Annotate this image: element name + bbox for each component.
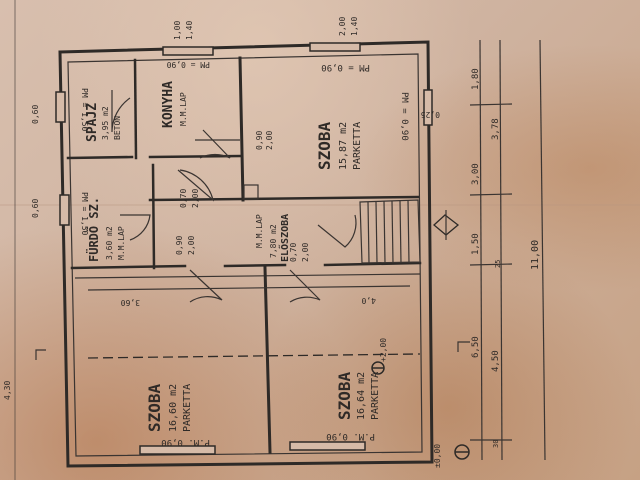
dim-misc1: 25 <box>494 260 502 268</box>
room-area-spajz: 3,95 m2 <box>101 106 110 140</box>
dim-side-l1: 0,60 <box>31 105 40 124</box>
opening-label-w4: PM = 1,50 <box>80 192 89 236</box>
dim-top1b: 1,40 <box>185 21 194 40</box>
chimney <box>243 184 259 200</box>
window-konyha <box>162 46 214 56</box>
room-name-furdo: FÜRDŐ SZ. <box>86 197 101 262</box>
doors <box>111 90 357 303</box>
windows <box>55 42 433 455</box>
room-floor-spajz: BETON <box>113 116 122 140</box>
room-name-spajz: SPAJZ <box>85 103 100 142</box>
room-name-konyha: KONYHA <box>161 81 176 128</box>
outer-walls <box>58 40 434 468</box>
room-floor-szoba-left: PARKETTA <box>182 384 193 432</box>
dim-level2: +2,00 <box>379 338 388 362</box>
dim-left-edge: 4,30 <box>3 381 12 400</box>
window-spajz <box>55 91 66 123</box>
dim-door-c: 0,90 <box>175 236 184 255</box>
room-floor-konyha: M.M.LAP <box>179 92 188 126</box>
dim-right-f: 4,50 <box>491 350 501 372</box>
room-floor-szoba-top: PARKETTA <box>352 122 363 170</box>
dim-inner2: 4,0 <box>361 296 376 305</box>
room-floor-szoba-right: PARKETTA <box>370 372 381 420</box>
room-floor-furdo: M.M.LAP <box>117 226 126 260</box>
interior-walls <box>66 56 422 454</box>
room-area-szoba-right: 16,64 m2 <box>356 372 367 420</box>
dim-door-b: 0,90 <box>255 131 264 150</box>
dim-right-a: 1,80 <box>471 68 481 90</box>
room-floor-eloszoba: M.M.LAP <box>255 214 264 248</box>
dim-top2b: 1,40 <box>350 17 359 36</box>
opening-label-w6: P.M. 0,90 <box>326 431 375 441</box>
opening-label-w1: PM = 1,50 <box>80 88 89 132</box>
room-area-szoba-left: 16,60 m2 <box>168 384 179 432</box>
dim-door-a2: 2,00 <box>191 189 200 208</box>
dim-right-total: 11,00 <box>530 240 541 270</box>
dim-right-d: 1,50 <box>471 233 481 255</box>
dim-door-d2: 2,00 <box>301 243 310 262</box>
stairs <box>359 199 421 264</box>
dim-right-c: 3,00 <box>471 163 481 185</box>
dim-inner1: 3,60 <box>121 298 140 307</box>
room-area-szoba-top: 15,87 m2 <box>338 122 349 170</box>
dim-right-e: 6,50 <box>471 336 481 358</box>
dim-door-b2: 2,00 <box>265 131 274 150</box>
section-line <box>87 353 421 359</box>
opening-label-w5: P.M. 0,90 <box>161 437 210 447</box>
dim-door-a: 0,70 <box>179 189 188 208</box>
dim-misc2: 30 <box>492 440 500 448</box>
window-szoba-right <box>289 441 366 451</box>
dim-top1: 1,00 <box>173 21 182 40</box>
section-arrows <box>35 341 470 360</box>
room-name-eloszoba: ELŐSZOBA <box>277 214 291 262</box>
level-marker <box>371 361 470 460</box>
room-area-eloszoba: 7,80 m2 <box>269 224 278 258</box>
opening-label-w2: PM = 0,90 <box>166 60 210 69</box>
dim-right-b: 3,78 <box>491 118 501 140</box>
dimension-chain-right <box>433 39 546 461</box>
window-szoba-left <box>139 445 216 455</box>
window-furdo <box>59 194 70 226</box>
opening-label-w7: PM = 0,90 <box>399 92 409 141</box>
opening-label-w3: PM = 0,90 <box>321 62 370 72</box>
room-name-szoba-top: SZOBA <box>315 121 334 170</box>
window-szoba-top <box>309 42 361 52</box>
dim-door-d: 0,70 <box>289 243 298 262</box>
room-name-szoba-right: SZOBA <box>335 371 354 420</box>
room-name-szoba-left: SZOBA <box>145 383 164 432</box>
window-side <box>423 89 433 126</box>
dim-misc3: 0,25 <box>421 110 440 119</box>
dim-door-c2: 2,00 <box>187 236 196 255</box>
room-area-furdo: 3,60 m2 <box>105 226 114 260</box>
dim-level: ±0,00 <box>433 444 442 468</box>
dim-top2: 2,00 <box>338 17 347 36</box>
beam-line <box>87 285 411 291</box>
dim-side-l2: 0,60 <box>31 199 40 218</box>
